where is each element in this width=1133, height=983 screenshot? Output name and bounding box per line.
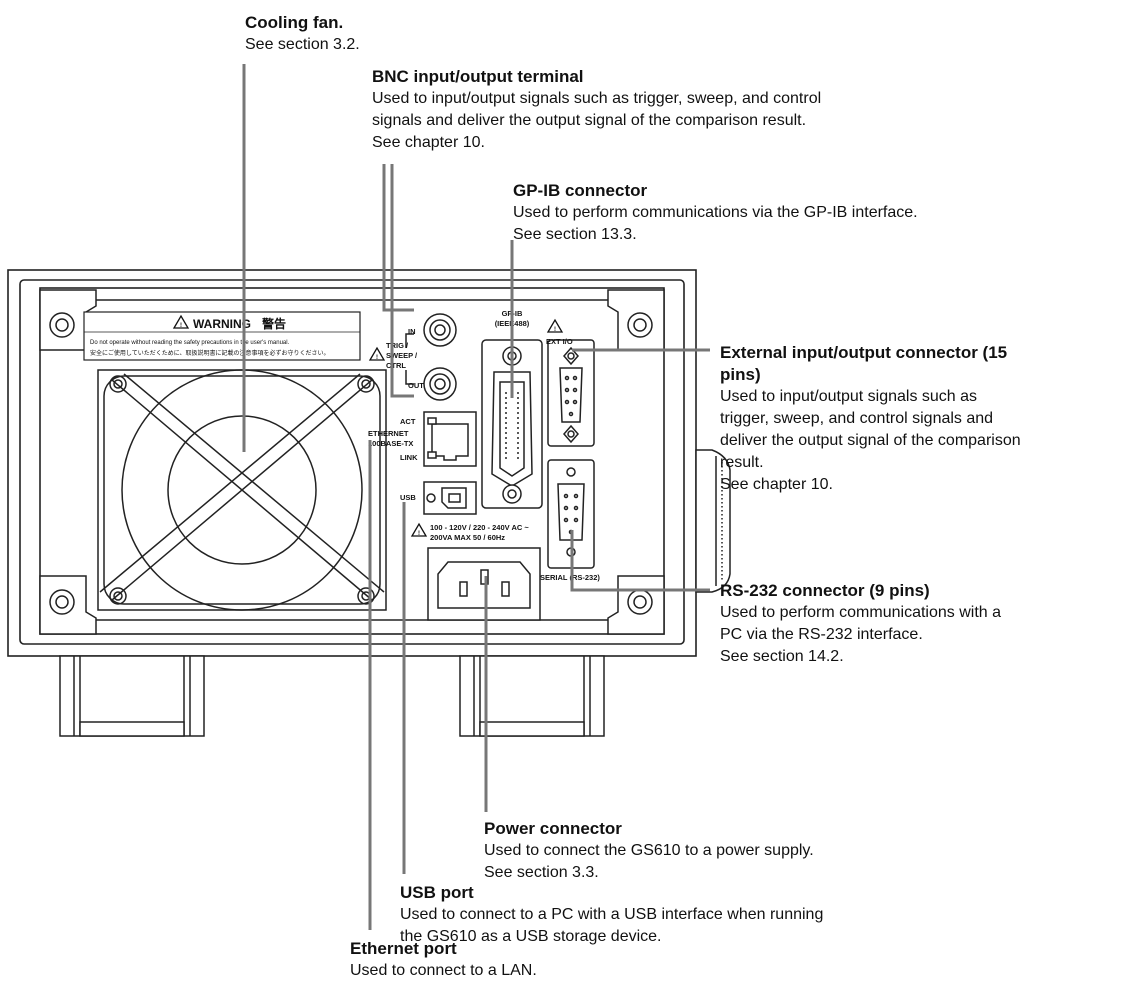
rs232-title: RS-232 connector (9 pins) bbox=[720, 581, 930, 600]
rs232-connector[interactable] bbox=[547, 459, 595, 569]
power-connector[interactable] bbox=[427, 547, 541, 621]
cooling-fan bbox=[97, 369, 387, 611]
ethernet-label-1: ETHERNET bbox=[368, 429, 409, 438]
callout-power: Power connector Used to connect the GS61… bbox=[484, 818, 814, 884]
warning-text-jp: 安全にご使用していただくために、取扱説明書に記載の注意事項を必ずお守りください。 bbox=[90, 349, 330, 357]
svg-text:!: ! bbox=[180, 323, 182, 329]
usb-title: USB port bbox=[400, 883, 474, 902]
extio-desc: Used to input/output signals such as tri… bbox=[720, 388, 1021, 471]
cooling-fan-ref: See section 3.2. bbox=[245, 36, 360, 53]
svg-text:!: ! bbox=[376, 355, 378, 361]
gpib-desc: Used to perform communications via the G… bbox=[513, 204, 918, 221]
power-title: Power connector bbox=[484, 819, 622, 838]
warning-label: ! WARNING 警告 Do not operate without read… bbox=[83, 311, 361, 361]
trig-label-2: SWEEP / bbox=[386, 351, 418, 360]
cooling-fan-title: Cooling fan. bbox=[245, 13, 344, 32]
svg-text:!: ! bbox=[418, 531, 420, 537]
leader-lines bbox=[242, 64, 710, 930]
rs232-desc: Used to perform communications with a PC… bbox=[720, 604, 1001, 643]
warning-triangle-icon bbox=[172, 314, 190, 329]
trig-label-1: TRIG / bbox=[386, 341, 409, 350]
callout-usb: USB port Used to connect to a PC with a … bbox=[400, 882, 823, 948]
bnc-terminal[interactable] bbox=[405, 313, 457, 401]
warning-title-jp: 警告 bbox=[261, 316, 286, 331]
bnc-title: BNC input/output terminal bbox=[372, 67, 584, 86]
callout-extio: External input/output connector (15 pins… bbox=[720, 342, 1130, 496]
warning-triangle-icon bbox=[546, 318, 564, 333]
extio-label: EXT I/O bbox=[546, 337, 573, 346]
power-rating-2: 200VA MAX 50 / 60Hz bbox=[430, 533, 505, 542]
bnc-ref: See chapter 10. bbox=[372, 134, 485, 151]
extio-connector[interactable] bbox=[547, 339, 595, 447]
bnc-desc: Used to input/output signals such as tri… bbox=[372, 90, 822, 129]
usb-port[interactable] bbox=[423, 481, 477, 515]
callout-bnc: BNC input/output terminal Used to input/… bbox=[372, 66, 821, 154]
warning-title: WARNING bbox=[193, 317, 251, 331]
gpib-ref: See section 13.3. bbox=[513, 226, 637, 243]
warning-triangle-icon bbox=[410, 522, 428, 537]
ethernet-label-2: 100BASE-TX bbox=[368, 439, 413, 448]
in-label: IN bbox=[408, 327, 416, 336]
svg-text:!: ! bbox=[554, 327, 556, 333]
usb-label: USB bbox=[400, 493, 416, 502]
warning-triangle-icon bbox=[368, 346, 386, 361]
power-ref: See section 3.3. bbox=[484, 864, 599, 881]
serial-label: SERIAL (RS-232) bbox=[540, 573, 600, 582]
act-label: ACT bbox=[400, 417, 416, 426]
rs232-ref: See section 14.2. bbox=[720, 648, 844, 665]
link-label: LINK bbox=[400, 453, 418, 462]
gpib-connector[interactable] bbox=[481, 339, 543, 509]
out-label: OUT bbox=[408, 381, 424, 390]
trig-label-3: CTRL bbox=[386, 361, 406, 370]
feet bbox=[59, 655, 605, 737]
ethernet-title: Ethernet port bbox=[350, 939, 457, 958]
extio-ref: See chapter 10. bbox=[720, 476, 833, 493]
power-desc: Used to connect the GS610 to a power sup… bbox=[484, 842, 814, 859]
callout-rs232: RS-232 connector (9 pins) Used to perfor… bbox=[720, 580, 1001, 668]
callout-gpib: GP-IB connector Used to perform communic… bbox=[513, 180, 918, 246]
ethernet-port[interactable] bbox=[423, 411, 477, 467]
extio-title: External input/output connector (15 pins… bbox=[720, 343, 1008, 384]
gpib-title: GP-IB connector bbox=[513, 181, 648, 200]
side-handle bbox=[695, 449, 731, 593]
callout-cooling-fan: Cooling fan. See section 3.2. bbox=[245, 12, 360, 56]
ethernet-desc: Used to connect to a LAN. bbox=[350, 962, 537, 979]
power-rating-1: 100 - 120V / 220 - 240V AC ~ bbox=[430, 523, 529, 532]
warning-text-en: Do not operate without reading the safet… bbox=[90, 340, 290, 346]
usb-desc: Used to connect to a PC with a USB inter… bbox=[400, 906, 824, 945]
callout-ethernet: Ethernet port Used to connect to a LAN. bbox=[350, 938, 537, 982]
